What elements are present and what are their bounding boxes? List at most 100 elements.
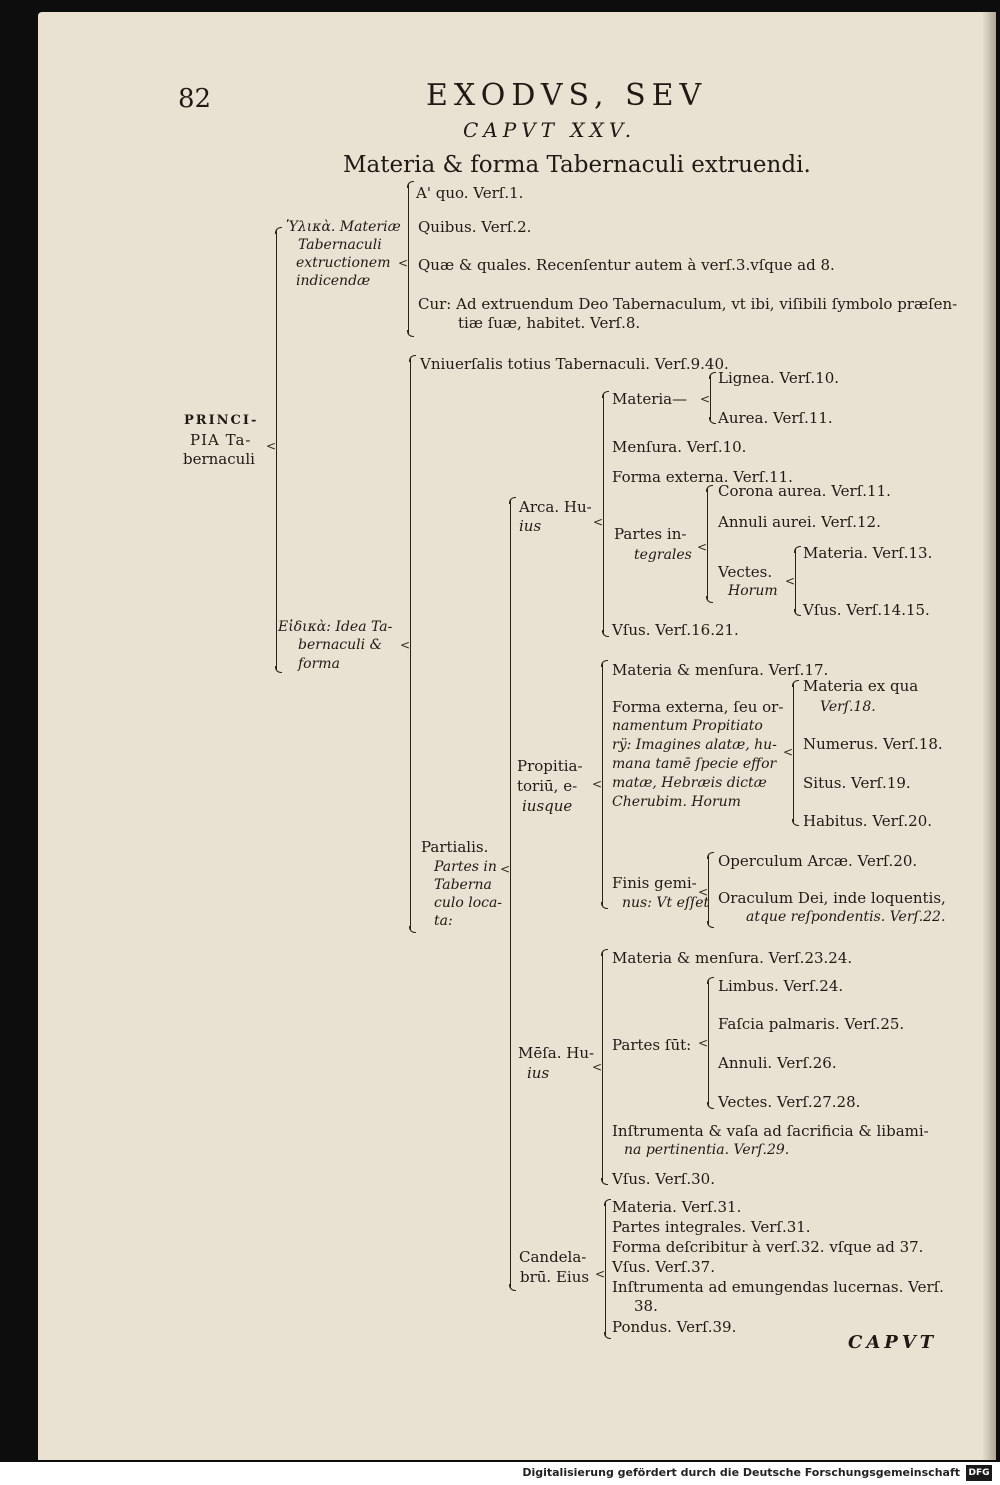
propitiatorium-forma-line4: mana tamē ſpecie effor: [612, 756, 777, 772]
arca-vectes-usus: Vſus. Verſ.14.15.: [803, 601, 930, 619]
hyle-label-line4: indicendæ: [296, 273, 371, 289]
hyle-item-quae-quales: Quæ & quales. Recenſentur autem à verſ.3…: [418, 256, 835, 274]
propitiatorium-forma-habitus: Habitus. Verſ.20.: [803, 812, 933, 830]
candelabrum-label-line2: brū. Eius: [520, 1268, 590, 1286]
footer-bar: Digitalisierung gefördert durch die Deut…: [0, 1462, 1000, 1485]
eidos-label-line1: Εἰδικὰ: Idea Ta-: [278, 619, 393, 635]
propitiatorium-forma-line2: namentum Propitiato: [612, 718, 763, 734]
arca-partes-line1: Partes in-: [614, 525, 687, 543]
eidos-label-line2: bernaculi &: [298, 637, 383, 653]
mensa-label-line1: Mēſa. Hu-: [518, 1044, 595, 1062]
partialis-brace-point: <: [500, 862, 511, 876]
partialis-label-line5: ta:: [434, 913, 453, 929]
page-title: Materia & forma Tabernaculi extruendi.: [343, 152, 811, 178]
arca-mensura: Menſura. Verſ.10.: [612, 438, 747, 456]
partialis-brace: [509, 497, 517, 1291]
arca-forma: Forma externa. Verſ.11.: [612, 468, 793, 486]
mensa-partes-fascia: Faſcia palmaris. Verſ.25.: [718, 1015, 905, 1033]
arca-partes-corona: Corona aurea. Verſ.11.: [718, 482, 891, 500]
propitiatorium-finis-brace-point: <: [698, 885, 709, 899]
mensa-partes-limbus: Limbus. Verſ.24.: [718, 977, 844, 995]
arca-brace: [602, 391, 610, 637]
arca-vectes-brace-point: <: [785, 574, 796, 588]
universalis-item: Vniuerſalis totius Tabernaculi. Verſ.9.4…: [420, 355, 729, 373]
candelabrum-usus: Vſus. Verſ.37.: [612, 1258, 715, 1276]
mensa-partes-vectes: Vectes. Verſ.27.28.: [718, 1093, 861, 1111]
page-number: 82: [178, 84, 212, 114]
running-title: EXODVS, SEV: [426, 78, 708, 113]
propitiatorium-forma-line1: Forma externa, ſeu or-: [612, 698, 784, 716]
propitiatorium-forma-situs: Situs. Verſ.19.: [803, 774, 911, 792]
candelabrum-instrumenta-cont: 38.: [634, 1297, 658, 1315]
arca-vectes-line2: Horum: [728, 583, 778, 599]
arca-materia-brace: [709, 372, 717, 424]
eidos-brace-point: <: [400, 638, 411, 652]
propitiatorium-forma-brace-point: <: [783, 745, 794, 759]
arca-materia: Materia—: [612, 390, 688, 408]
root-label-line1: PRINCI-: [184, 413, 259, 428]
eidos-label-line3: forma: [298, 656, 340, 672]
propitiatorium-label-line1: Propitia-: [517, 757, 583, 775]
propitiatorium-finis-line2: nus: Vt eſſet: [622, 895, 710, 911]
arca-brace-point: <: [593, 515, 604, 529]
root-label-line3: bernaculi: [183, 450, 255, 468]
partialis-label-line2: Partes in: [434, 859, 497, 875]
arca-label-line2: ius: [519, 517, 542, 535]
partialis-label-line1: Partialis.: [421, 838, 489, 856]
arca-partes-annuli: Annuli aurei. Verſ.12.: [718, 513, 881, 531]
candelabrum-label-line1: Candela-: [519, 1248, 587, 1266]
candelabrum-partes: Partes integrales. Verſ.31.: [612, 1218, 811, 1236]
arca-materia-lignea: Lignea. Verſ.10.: [718, 369, 840, 387]
mensa-partes-annuli: Annuli. Verſ.26.: [718, 1054, 837, 1072]
propitiatorium-finis-oraculum-cont: atque reſpondentis. Verſ.22.: [746, 909, 946, 925]
hyle-brace: [407, 181, 415, 337]
root-brace-point: <: [266, 439, 277, 453]
mensa-materia: Materia & menſura. Verſ.23.24.: [612, 949, 853, 967]
candelabrum-brace-point: <: [595, 1267, 606, 1281]
candelabrum-brace: [604, 1199, 612, 1339]
arca-label-line1: Arca. Hu-: [519, 498, 592, 516]
propitiatorium-finis-brace: [707, 852, 715, 928]
propitiatorium-forma-materia-vers: Verſ.18.: [820, 699, 876, 715]
mensa-label-line2: ius: [527, 1064, 550, 1082]
propitiatorium-forma-line5: matæ, Hebræis dictæ: [612, 775, 767, 791]
propitiatorium-label-line2: toriū, e-: [517, 777, 578, 795]
hyle-label-line1: Ὑλικὰ. Materiæ: [286, 219, 401, 235]
root-label-line2: PIA Ta-: [190, 431, 252, 449]
arca-materia-aurea: Aurea. Verſ.11.: [718, 409, 833, 427]
partialis-label-line3: Taberna: [434, 877, 492, 893]
candelabrum-forma: Forma deſcribitur à verſ.32. vſque ad 37…: [612, 1238, 924, 1256]
candelabrum-pondus: Pondus. Verſ.39.: [612, 1318, 737, 1336]
catchword: CAPVT: [848, 1332, 938, 1353]
funding-notice: Digitalisierung gefördert durch die Deut…: [522, 1466, 960, 1479]
hyle-item-a-quo: A' quo. Verſ.1.: [416, 184, 524, 202]
candelabrum-instrumenta: Inſtrumenta ad emungendas lucernas. Verſ…: [612, 1278, 944, 1296]
candelabrum-materia: Materia. Verſ.31.: [612, 1198, 742, 1216]
arca-partes-brace: [706, 485, 714, 603]
arca-partes-brace-point: <: [697, 540, 708, 554]
propitiatorium-finis-oraculum: Oraculum Dei, inde loquentis,: [718, 889, 946, 907]
chapter-heading: CAPVT XXV.: [463, 118, 637, 142]
eidos-brace: [409, 355, 417, 933]
propitiatorium-brace: [601, 660, 609, 909]
arca-partes-line2: tegrales: [634, 547, 692, 563]
mensa-brace: [601, 949, 609, 1185]
partialis-label-line4: culo loca-: [434, 895, 503, 911]
mensa-brace-point: <: [592, 1060, 603, 1074]
arca-vectes-line1: Vectes.: [718, 563, 773, 581]
propitiatorium-finis-operculum: Operculum Arcæ. Verſ.20.: [718, 852, 918, 870]
propitiatorium-label-line3: iusque: [522, 797, 573, 815]
propitiatorium-finis-line1: Finis gemi-: [612, 874, 697, 892]
arca-usus: Vſus. Verſ.16.21.: [612, 621, 739, 639]
propitiatorium-materia: Materia & menſura. Verſ.17.: [612, 661, 829, 679]
hyle-item-quibus: Quibus. Verſ.2.: [418, 218, 532, 236]
propitiatorium-forma-brace: [792, 680, 800, 826]
hyle-brace-point: <: [398, 256, 409, 270]
propitiatorium-forma-materia: Materia ex qua: [803, 677, 919, 695]
mensa-instrumenta-line1: Inſtrumenta & vaſa ad ſacrificia & libam…: [612, 1122, 929, 1140]
mensa-partes-brace-point: <: [698, 1036, 709, 1050]
mensa-partes-brace: [707, 977, 715, 1109]
hyle-item-cur: Cur: Ad extruendum Deo Tabernaculum, vt …: [418, 295, 958, 313]
hyle-item-cur-cont: tiæ ſuæ, habitet. Verſ.8.: [458, 314, 641, 332]
arca-vectes-brace: [794, 546, 802, 616]
